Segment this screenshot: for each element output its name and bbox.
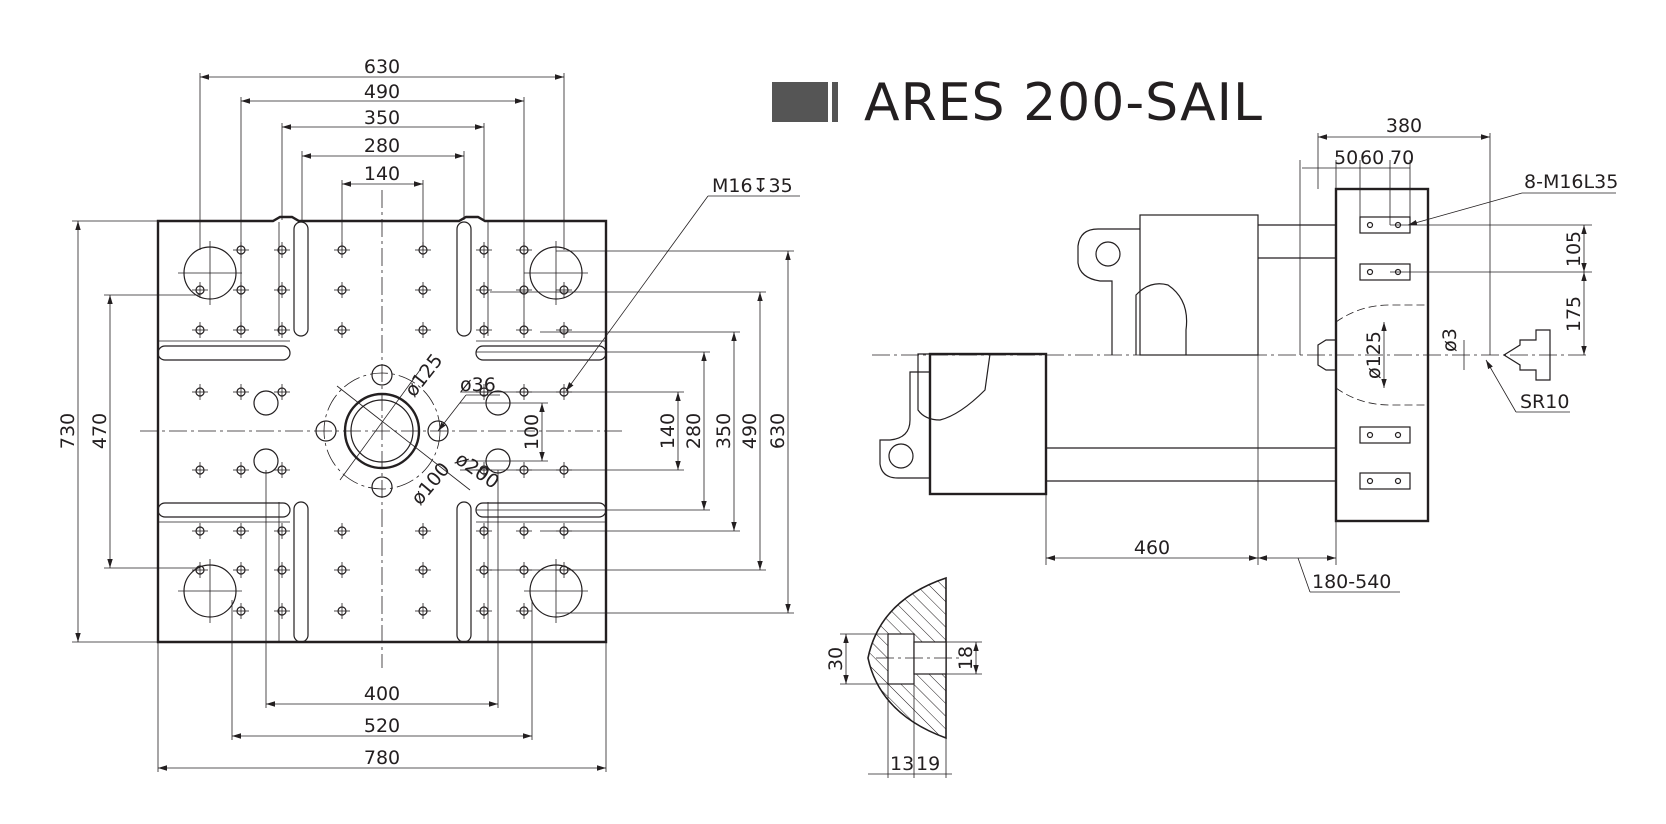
threaded-hole (274, 462, 290, 478)
threaded-hole (556, 282, 572, 298)
title-block: ARES 200-SAIL (772, 73, 1263, 133)
dim-140: 140 (364, 163, 400, 185)
title-marker-bar (832, 82, 838, 122)
dia-200: ø200 (451, 448, 503, 493)
threaded-hole (334, 322, 350, 338)
threaded-hole (233, 603, 249, 619)
threaded-hole (192, 462, 208, 478)
side-view: 380 50 60 70 8-M16L35 105 175 ø125 ø3 SR… (872, 115, 1618, 593)
clamp-slot (1359, 472, 1411, 490)
dim-30: 30 (825, 647, 847, 671)
threaded-hole (334, 562, 350, 578)
platen-callouts: M16↧35 ø125 ø36 ø200 ø100 (401, 175, 800, 509)
threaded-hole (415, 562, 431, 578)
dim-630: 630 (364, 56, 400, 78)
dim-19: 19 (916, 753, 940, 775)
threaded-hole (476, 282, 492, 298)
threaded-hole (415, 282, 431, 298)
threaded-hole (415, 603, 431, 619)
dia-36: ø36 (460, 374, 496, 396)
dim-490-right: 490 (739, 413, 761, 449)
dim-60: 60 (1360, 147, 1384, 169)
dim-180-540: 180-540 (1312, 571, 1391, 593)
threaded-hole (334, 282, 350, 298)
threaded-hole (415, 322, 431, 338)
dia-3: ø3 (1439, 328, 1461, 352)
dim-350: 350 (364, 107, 400, 129)
dim-105: 105 (1563, 231, 1585, 267)
dim-50: 50 (1334, 147, 1358, 169)
threaded-hole (476, 603, 492, 619)
threaded-hole (415, 523, 431, 539)
threaded-hole (233, 523, 249, 539)
dim-140-right: 140 (657, 413, 679, 449)
platen-right-dimensions: 100 140 280 350 490 630 (460, 250, 794, 614)
threaded-hole (192, 384, 208, 400)
hole-callout: M16↧35 (712, 175, 793, 197)
dim-280: 280 (364, 135, 400, 157)
platen-top-dimensions: 630 490 350 280 140 (199, 56, 565, 330)
platen-left-dimensions: 730 470 (57, 220, 200, 643)
dim-350-right: 350 (713, 413, 735, 449)
dim-18: 18 (955, 646, 977, 670)
clamp-slot (1359, 426, 1411, 444)
bolt-callout: 8-M16L35 (1524, 171, 1618, 193)
threaded-hole (274, 322, 290, 338)
threaded-hole (233, 462, 249, 478)
platen-bottom-dimensions: 400 520 780 (157, 470, 607, 772)
platen-view: 630 490 350 280 140 400 (57, 56, 800, 772)
threaded-hole (274, 562, 290, 578)
dim-630-right: 630 (767, 413, 789, 449)
threaded-hole (334, 523, 350, 539)
threaded-hole (274, 282, 290, 298)
threaded-hole (476, 562, 492, 578)
threaded-hole (233, 384, 249, 400)
dia-125: ø125 (401, 350, 448, 401)
dim-460: 460 (1134, 537, 1170, 559)
dim-470: 470 (89, 413, 111, 449)
threaded-hole (274, 242, 290, 258)
threaded-hole (516, 523, 532, 539)
t-slots (157, 221, 607, 643)
threaded-hole (556, 322, 572, 338)
threaded-hole (516, 603, 532, 619)
threaded-hole (192, 562, 208, 578)
dim-70: 70 (1390, 147, 1414, 169)
threaded-hole (192, 282, 208, 298)
threaded-hole (192, 322, 208, 338)
sphere-radius: SR10 (1520, 391, 1569, 413)
dim-400: 400 (364, 683, 400, 705)
threaded-hole (476, 523, 492, 539)
dim-780: 780 (364, 747, 400, 769)
dim-280-right: 280 (683, 413, 705, 449)
threaded-hole (476, 242, 492, 258)
dim-380: 380 (1386, 115, 1422, 137)
threaded-hole (274, 603, 290, 619)
title-marker (772, 82, 828, 122)
drawing-title: ARES 200-SAIL (864, 73, 1263, 133)
threaded-hole (274, 523, 290, 539)
threaded-hole (476, 322, 492, 338)
dim-520: 520 (364, 715, 400, 737)
threaded-hole (233, 562, 249, 578)
tie-bar-holes (178, 241, 588, 623)
dim-730: 730 (57, 413, 79, 449)
dim-13: 13 (890, 753, 914, 775)
threaded-hole (274, 384, 290, 400)
dim-175: 175 (1563, 296, 1585, 332)
dim-490: 490 (364, 81, 400, 103)
t-slot-detail: 30 18 13 19 (825, 576, 982, 778)
dim-100: 100 (521, 414, 543, 450)
dia-125-side: ø125 (1363, 331, 1385, 379)
threaded-hole (334, 603, 350, 619)
dia-100: ø100 (407, 458, 455, 509)
threaded-hole (192, 523, 208, 539)
